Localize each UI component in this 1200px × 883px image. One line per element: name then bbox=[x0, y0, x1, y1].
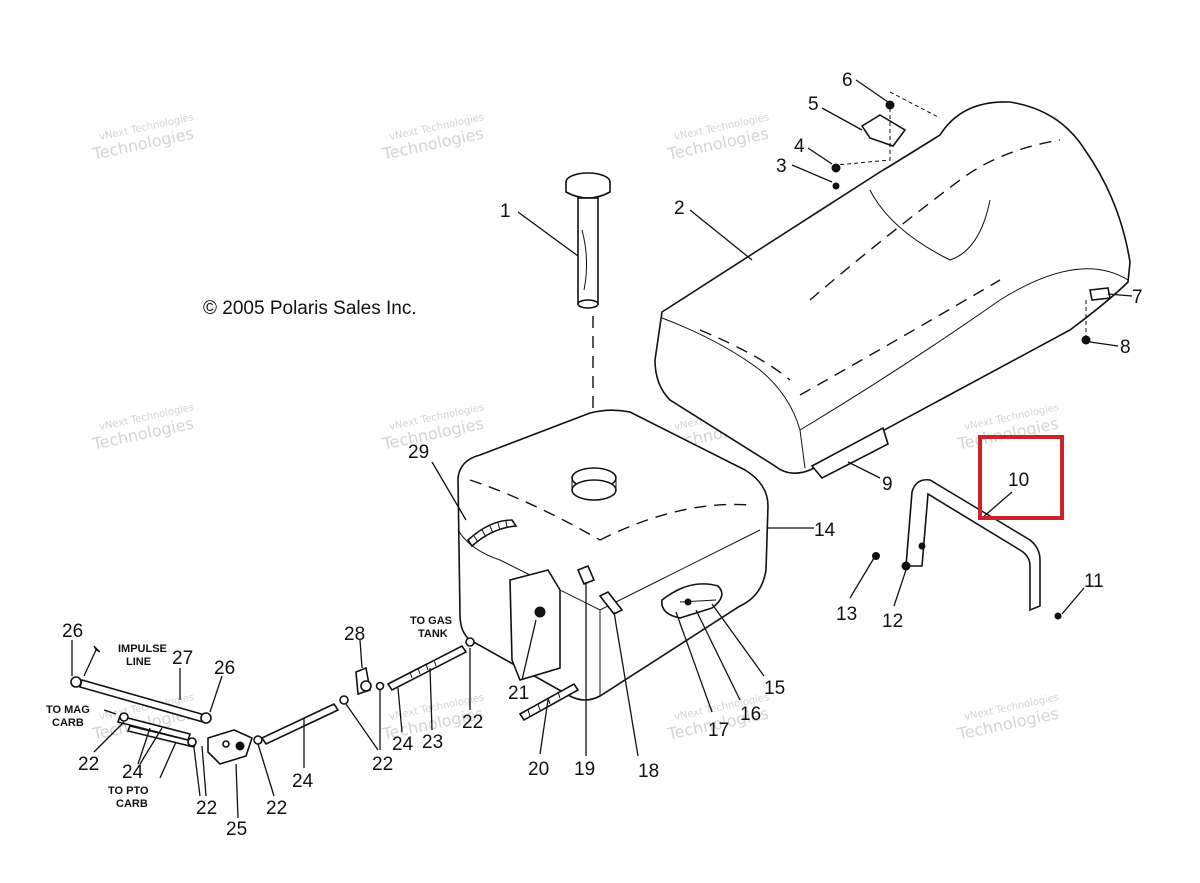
callout-25: 25 bbox=[226, 819, 247, 840]
copyright-notice: © 2005 Polaris Sales Inc. bbox=[203, 298, 417, 319]
callout-26: 26 bbox=[62, 621, 83, 642]
callout-24: 24 bbox=[392, 734, 414, 755]
callout-12: 12 bbox=[882, 611, 903, 632]
callout-3: 3 bbox=[776, 156, 787, 177]
callout-22: 22 bbox=[372, 754, 393, 775]
callout-14: 14 bbox=[814, 520, 836, 541]
seat bbox=[654, 91, 1131, 480]
note-impulse-line-1: IMPULSE bbox=[118, 643, 167, 655]
fuel-tank bbox=[457, 409, 769, 701]
callout-2: 2 bbox=[674, 198, 685, 219]
callout-10: 10 bbox=[1008, 470, 1029, 491]
callout-24: 24 bbox=[292, 771, 314, 792]
callout-5: 5 bbox=[808, 94, 819, 115]
callout-6: 6 bbox=[842, 70, 853, 91]
leader-lines bbox=[71, 79, 1133, 819]
callout-9: 9 bbox=[882, 474, 893, 495]
callout-22: 22 bbox=[196, 798, 217, 819]
callout-28: 28 bbox=[344, 624, 365, 645]
callout-22: 22 bbox=[78, 754, 99, 775]
callout-13: 13 bbox=[836, 604, 857, 625]
note-to-gas-tank-1: TO GAS bbox=[410, 615, 452, 627]
routing-notes: IMPULSE LINE TO GAS TANK TO MAG CARB TO … bbox=[46, 615, 452, 810]
fuel-line-assembly bbox=[70, 637, 475, 765]
note-to-gas-tank-2: TANK bbox=[418, 628, 448, 640]
callout-21: 21 bbox=[508, 683, 529, 704]
callout-22: 22 bbox=[462, 712, 483, 733]
callout-18: 18 bbox=[638, 761, 659, 782]
callout-11: 11 bbox=[1084, 571, 1104, 592]
note-impulse-line-2: LINE bbox=[126, 656, 151, 668]
note-to-mag-carb-1: TO MAG bbox=[46, 704, 90, 716]
callout-23: 23 bbox=[422, 732, 443, 753]
callout-26: 26 bbox=[214, 658, 235, 679]
callout-17: 17 bbox=[708, 720, 729, 741]
callout-4: 4 bbox=[794, 136, 805, 157]
callout-20: 20 bbox=[528, 759, 549, 780]
note-to-pto-carb-2: CARB bbox=[116, 798, 148, 810]
callout-labels: 1 2 3 4 5 6 7 8 9 10 11 12 13 14 15 16 1… bbox=[62, 70, 1143, 840]
callout-15: 15 bbox=[764, 678, 785, 699]
callout-27: 27 bbox=[172, 648, 193, 669]
callout-19: 19 bbox=[574, 759, 595, 780]
callout-24: 24 bbox=[122, 762, 144, 783]
note-to-pto-carb-1: TO PTO bbox=[108, 785, 149, 797]
part-10-loop bbox=[872, 478, 1062, 620]
callout-29: 29 bbox=[408, 442, 429, 463]
highlight-box bbox=[978, 435, 1064, 520]
callout-16: 16 bbox=[740, 704, 761, 725]
callout-8: 8 bbox=[1120, 337, 1131, 358]
note-to-mag-carb-2: CARB bbox=[52, 717, 84, 729]
callout-1: 1 bbox=[500, 201, 511, 222]
callout-7: 7 bbox=[1132, 287, 1143, 308]
part-20-strap bbox=[518, 682, 580, 722]
callout-22: 22 bbox=[266, 798, 287, 819]
fuel-cap-gauge bbox=[565, 172, 611, 460]
